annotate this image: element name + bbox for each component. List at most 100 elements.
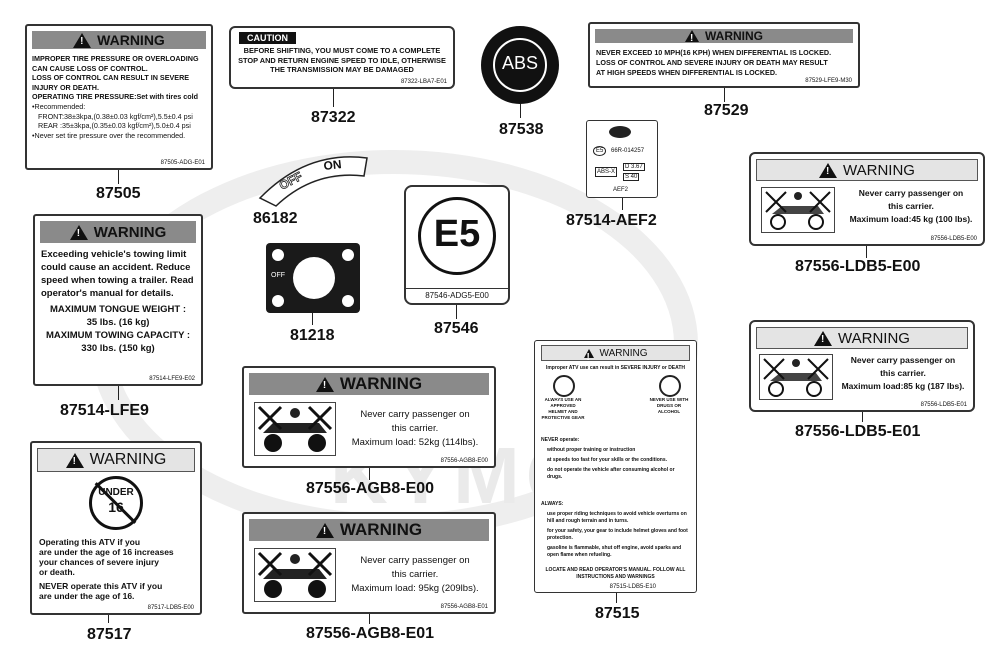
label-87556-ldb5-e00: WARNING Never carry passenger on this ca…: [749, 152, 985, 246]
label-code: 87556-LDB5-E00: [930, 236, 977, 242]
banner-text: CAUTION: [247, 33, 288, 43]
banner-text: WARNING: [97, 32, 165, 48]
label-body: Never carry passenger on this carrier. M…: [340, 554, 490, 596]
label-code: 87515-LDB5-E10: [609, 584, 656, 590]
leader-line: [369, 614, 370, 624]
label-body: Never carry passenger on this carrier. M…: [340, 408, 490, 450]
label-code: 87556-AGB8-E01: [440, 604, 488, 610]
part-number-87556-ldb5-e00: 87556-LDB5-E00: [795, 258, 921, 275]
leader-line: [616, 593, 617, 603]
leader-line: [520, 104, 521, 118]
atv-pictogram: [765, 191, 831, 230]
label-87515: WARNING Improper ATV use can result in S…: [534, 340, 697, 593]
label-code: 87514-LFE9-E02: [149, 376, 195, 382]
atv-pictogram: [763, 358, 829, 397]
part-number-87505: 87505: [96, 185, 141, 202]
warning-triangle-icon: [814, 330, 833, 346]
warning-banner: WARNING: [32, 31, 206, 49]
list-item: use proper riding techniques to avoid ve…: [547, 511, 687, 524]
abs-text: ABS: [501, 53, 539, 73]
under-16-prohibited-icon: UNDER 16: [89, 476, 143, 530]
e5-circle: [418, 197, 496, 275]
warning-triangle-icon: [73, 32, 92, 48]
text-line: CAN CAUSE LOSS OF CONTROL.: [32, 63, 148, 73]
part-number-87322: 87322: [311, 109, 356, 126]
label-code: 87322-LBA7-E01: [400, 79, 447, 85]
section-heading: NEVER operate:: [541, 437, 580, 443]
label-87514-aef2: E5 66R-014257 ABS-X D 3.67 S 40 AEF2: [586, 120, 658, 198]
warning-banner: WARNING: [541, 345, 690, 363]
text-line: •Recommended:: [32, 101, 86, 111]
on-text: ON: [323, 157, 342, 173]
warning-triangle-icon: [65, 452, 84, 468]
banner-text: WARNING: [599, 347, 648, 359]
part-number-87514-lfe9: 87514-LFE9: [60, 402, 149, 419]
part-number-87556-agb8-e00: 87556-AGB8-E00: [306, 480, 435, 497]
plate-hole: [342, 295, 354, 307]
leader-line: [333, 89, 334, 107]
banner-text: WARNING: [93, 223, 167, 241]
part-number-87517: 87517: [87, 626, 132, 643]
leader-line: [312, 313, 313, 325]
text-line: FRONT:38±3kpa,(0.38±0.03 kgf/cm²),5.5±0.…: [38, 111, 193, 121]
leader-line: [724, 88, 725, 102]
label-body: Never carry passenger on this carrier. M…: [841, 187, 981, 226]
text-line: are under the age of 16 increases: [39, 547, 174, 557]
banner-text: WARNING: [838, 329, 910, 347]
warning-banner: WARNING: [595, 29, 853, 44]
text-line: IMPROPER TIRE PRESSURE OR OVERLOADING: [32, 54, 199, 63]
warning-banner: WARNING: [756, 327, 968, 349]
text-line: could cause an accident. Reduce: [41, 262, 191, 273]
part-number-87556-ldb5-e01: 87556-LDB5-E01: [795, 423, 921, 440]
atv-pictogram: [257, 405, 333, 452]
label-87514-lfe9: WARNING Exceeding vehicle's towing limit…: [33, 214, 203, 386]
right-icon-caption: NEVER USE WITH DRUGS OR ALCOHOL: [649, 397, 689, 414]
label-87322-body: BEFORE SHIFTING, YOU MUST COME TO A COMP…: [235, 46, 449, 75]
atv-passenger-prohibited-icon: [254, 402, 336, 456]
e5-text: E5: [433, 213, 481, 255]
text-line: MAXIMUM TOWING CAPACITY :: [45, 330, 191, 341]
banner-text: WARNING: [339, 520, 423, 539]
text-line: or death.: [39, 567, 75, 577]
atv-pictogram: [257, 551, 333, 598]
text-line: are under the age of 16.: [39, 591, 135, 601]
part-number-87538: 87538: [499, 121, 544, 138]
warning-banner: WARNING: [756, 159, 978, 181]
left-icon-caption: ALWAYS USE AN APPROVED HELMET AND PROTEC…: [541, 397, 585, 420]
list-item: without proper training or instruction: [547, 447, 636, 453]
text-line: LOSS OF CONTROL AND SEVERE INJURY OR DEA…: [596, 58, 828, 67]
banner-text: WARNING: [843, 161, 915, 179]
approval-number: 66R-014257: [611, 148, 645, 154]
text-line: 330 lbs. (150 kg): [81, 343, 155, 354]
leader-line: [118, 170, 119, 184]
label-87538-abs-decal: ABS: [481, 26, 559, 104]
text-line: Never carry passenger on: [850, 355, 956, 365]
label-87546: E5 87546-ADG5-E00: [404, 185, 510, 305]
text-line: AT HIGH SPEEDS WHEN DIFFERENTIAL IS LOCK…: [596, 68, 778, 77]
label-87556-ldb5-e01: WARNING Never carry passenger on this ca…: [749, 320, 975, 412]
label-87505-body: IMPROPER TIRE PRESSURE OR OVERLOADING CA…: [27, 54, 211, 140]
plate-hole: [272, 249, 284, 261]
label-87517-body: Operating this ATV if you are under the …: [39, 537, 199, 601]
banner-text: WARNING: [339, 374, 423, 393]
label-code: 87556-AGB8-E00: [440, 458, 488, 464]
text-line: operator's manual for details.: [41, 288, 174, 299]
label-code: 87556-LDB5-E01: [920, 402, 967, 408]
section-heading: ALWAYS:: [541, 501, 564, 507]
part-number-87529: 87529: [704, 102, 749, 119]
text-line: this carrier.: [880, 368, 926, 378]
label-code: 87505-ADG-E01: [160, 160, 205, 166]
leader-line: [862, 412, 863, 422]
label-87517: WARNING UNDER 16 Operating this ATV if y…: [30, 441, 202, 615]
e-mark: E5: [593, 146, 607, 156]
abs-ring: [493, 38, 547, 92]
leader-line: [118, 386, 119, 400]
off-text: OFF: [271, 272, 285, 279]
label-87529: WARNING NEVER EXCEED 10 MPH(16 KPH) WHEN…: [588, 22, 860, 88]
banner-text: WARNING: [89, 451, 167, 468]
warning-banner: WARNING: [249, 373, 489, 395]
plate-hole: [272, 295, 284, 307]
atv-passenger-prohibited-icon: [761, 187, 835, 233]
arc-shape: [258, 156, 368, 207]
leader-line: [622, 198, 623, 210]
